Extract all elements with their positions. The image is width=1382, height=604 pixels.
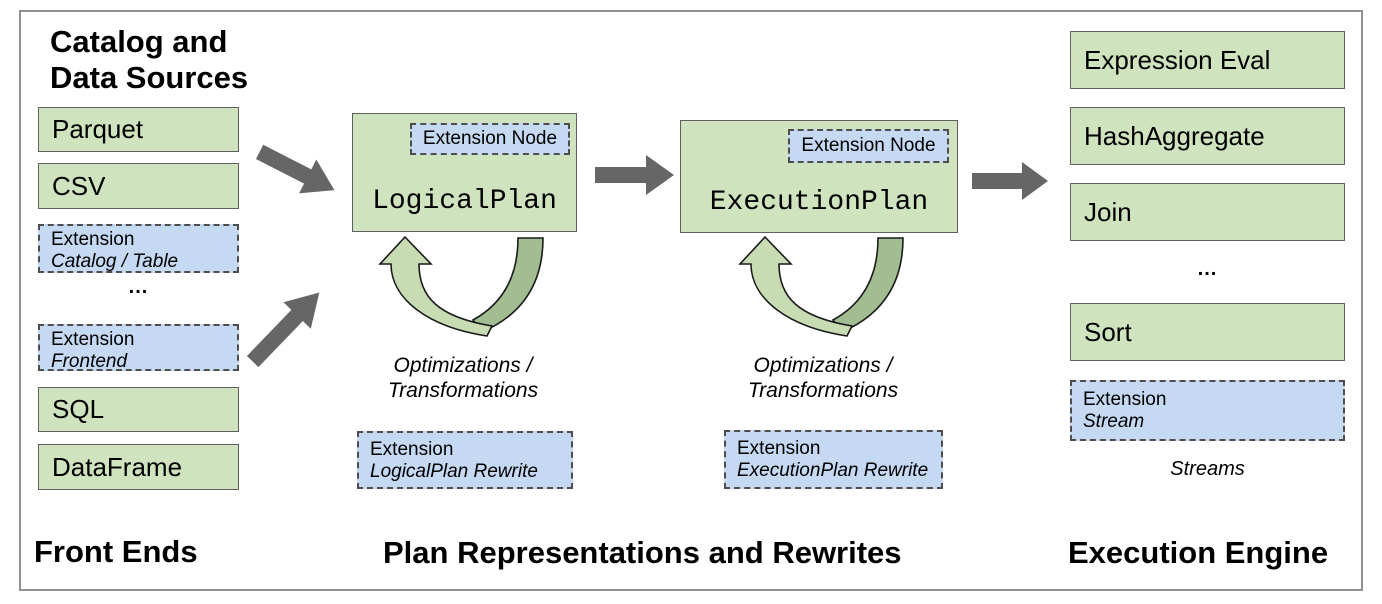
box-logical-plan: Extension Node LogicalPlan bbox=[352, 113, 577, 232]
execution-plan-label: ExecutionPlan bbox=[709, 187, 929, 218]
optimizations-logical-line2: Transformations bbox=[387, 379, 539, 402]
box-extension-node-logical: Extension Node bbox=[410, 123, 570, 155]
box-sort-label: Sort bbox=[1084, 316, 1132, 347]
front-ends-heading: Front Ends bbox=[34, 534, 198, 569]
box-extension-catalog: Extension Catalog / Table bbox=[38, 224, 239, 273]
box-dataframe: DataFrame bbox=[38, 444, 239, 490]
box-hash-aggregate: HashAggregate bbox=[1070, 107, 1345, 165]
box-csv-label: CSV bbox=[52, 170, 106, 201]
extension-executionplan-rewrite-line1: Extension bbox=[737, 438, 821, 459]
extension-frontend-line2: Frontend bbox=[51, 351, 128, 372]
arrow-frontend-to-logicalplan-icon bbox=[246, 292, 320, 368]
box-extension-node-execution: Extension Node bbox=[788, 129, 949, 163]
optimizations-label-execution: Optimizations / Transformations bbox=[708, 353, 938, 403]
extension-logicalplan-rewrite-line2: LogicalPlan Rewrite bbox=[370, 461, 538, 482]
box-dataframe-label: DataFrame bbox=[52, 451, 183, 482]
right-ellipsis: ... bbox=[1197, 258, 1218, 280]
arrow-logicalplan-to-executionplan-icon bbox=[595, 155, 674, 195]
extension-frontend-line1: Extension bbox=[51, 329, 135, 350]
arrow-executionplan-to-engine-icon bbox=[972, 162, 1048, 200]
box-sort: Sort bbox=[1070, 303, 1345, 361]
box-expression-eval-label: Expression Eval bbox=[1084, 44, 1271, 75]
extension-catalog-line2: Catalog / Table bbox=[51, 251, 179, 272]
optimizations-execution-line1: Optimizations / bbox=[753, 354, 893, 377]
left-ellipsis: ... bbox=[128, 276, 149, 298]
box-sql-label: SQL bbox=[52, 394, 105, 424]
box-sql: SQL bbox=[38, 387, 239, 432]
extension-catalog-line1: Extension bbox=[51, 229, 135, 250]
box-extension-logicalplan-rewrite: Extension LogicalPlan Rewrite bbox=[357, 431, 573, 489]
box-csv: CSV bbox=[38, 163, 239, 209]
optimizations-execution-line2: Transformations bbox=[747, 379, 899, 402]
arrow-sources-to-logicalplan-icon bbox=[255, 144, 335, 194]
loop-arrow-executionplan-icon bbox=[738, 235, 904, 337]
execution-engine-heading: Execution Engine bbox=[1068, 535, 1329, 570]
box-hash-aggregate-label: HashAggregate bbox=[1084, 120, 1265, 151]
optimizations-label-logical: Optimizations / Transformations bbox=[348, 353, 578, 403]
box-parquet: Parquet bbox=[38, 107, 239, 152]
extension-node-execution-label: Extension Node bbox=[801, 135, 936, 156]
extension-logicalplan-rewrite-line1: Extension bbox=[370, 439, 454, 460]
plan-representations-heading: Plan Representations and Rewrites bbox=[383, 535, 902, 570]
extension-stream-line2: Stream bbox=[1083, 411, 1145, 432]
box-extension-frontend: Extension Frontend bbox=[38, 324, 239, 372]
logical-plan-label: LogicalPlan bbox=[372, 186, 557, 217]
extension-executionplan-rewrite-line2: ExecutionPlan Rewrite bbox=[737, 460, 929, 481]
optimizations-logical-line1: Optimizations / bbox=[393, 354, 533, 377]
diagram-frame bbox=[19, 10, 1363, 591]
box-join-label: Join bbox=[1084, 196, 1132, 227]
catalog-heading-line1: Catalog and bbox=[50, 24, 228, 59]
catalog-heading: Catalog and Data Sources bbox=[50, 24, 248, 96]
extension-node-logical-label: Extension Node bbox=[422, 128, 558, 149]
streams-label: Streams bbox=[1170, 458, 1245, 480]
catalog-heading-line2: Data Sources bbox=[50, 60, 249, 95]
box-expression-eval: Expression Eval bbox=[1070, 31, 1345, 89]
box-extension-stream: Extension Stream bbox=[1070, 380, 1345, 441]
box-parquet-label: Parquet bbox=[52, 114, 144, 144]
extension-stream-line1: Extension bbox=[1083, 389, 1167, 410]
box-join: Join bbox=[1070, 183, 1345, 241]
box-extension-executionplan-rewrite: Extension ExecutionPlan Rewrite bbox=[724, 430, 943, 489]
loop-arrow-logicalplan-icon bbox=[378, 235, 544, 337]
box-execution-plan: Extension Node ExecutionPlan bbox=[680, 120, 958, 233]
